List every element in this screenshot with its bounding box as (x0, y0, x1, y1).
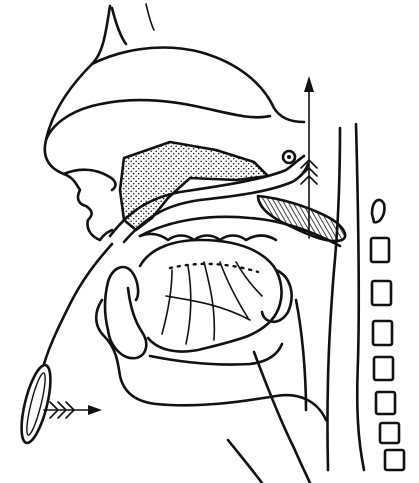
larynx-back (296, 300, 306, 410)
vertebra (376, 392, 395, 414)
vertebra (372, 200, 384, 222)
upward-arrow-head (304, 76, 314, 92)
nasal-cavity-roof (92, 48, 304, 122)
pharynx-wall (327, 128, 340, 470)
vertebra (373, 321, 392, 345)
vertebra (380, 423, 399, 443)
larynx-front (254, 352, 310, 483)
jaw-inner (150, 344, 282, 365)
rubber-bulb (16, 363, 57, 446)
chin-outline (96, 300, 326, 420)
soft-palate-hatched (258, 196, 345, 241)
catheter-ring-center (287, 155, 291, 159)
vertebrae (371, 200, 404, 470)
spine-front-line (356, 124, 364, 470)
neck-front (228, 440, 262, 483)
nose-outline (46, 100, 270, 140)
pressure-arrow-head (88, 405, 102, 415)
vertebra (374, 357, 393, 380)
face-profile-outline (45, 6, 112, 240)
vertebra (372, 281, 391, 305)
lower-lip (108, 267, 138, 300)
tongue-dotted-line (170, 264, 258, 272)
upper-nose-line (112, 8, 126, 44)
brow-line (146, 4, 154, 30)
vertebra (371, 238, 389, 262)
catheter-external (44, 244, 112, 364)
vertebra (385, 450, 404, 470)
tongue-muscle-lines (162, 262, 262, 344)
